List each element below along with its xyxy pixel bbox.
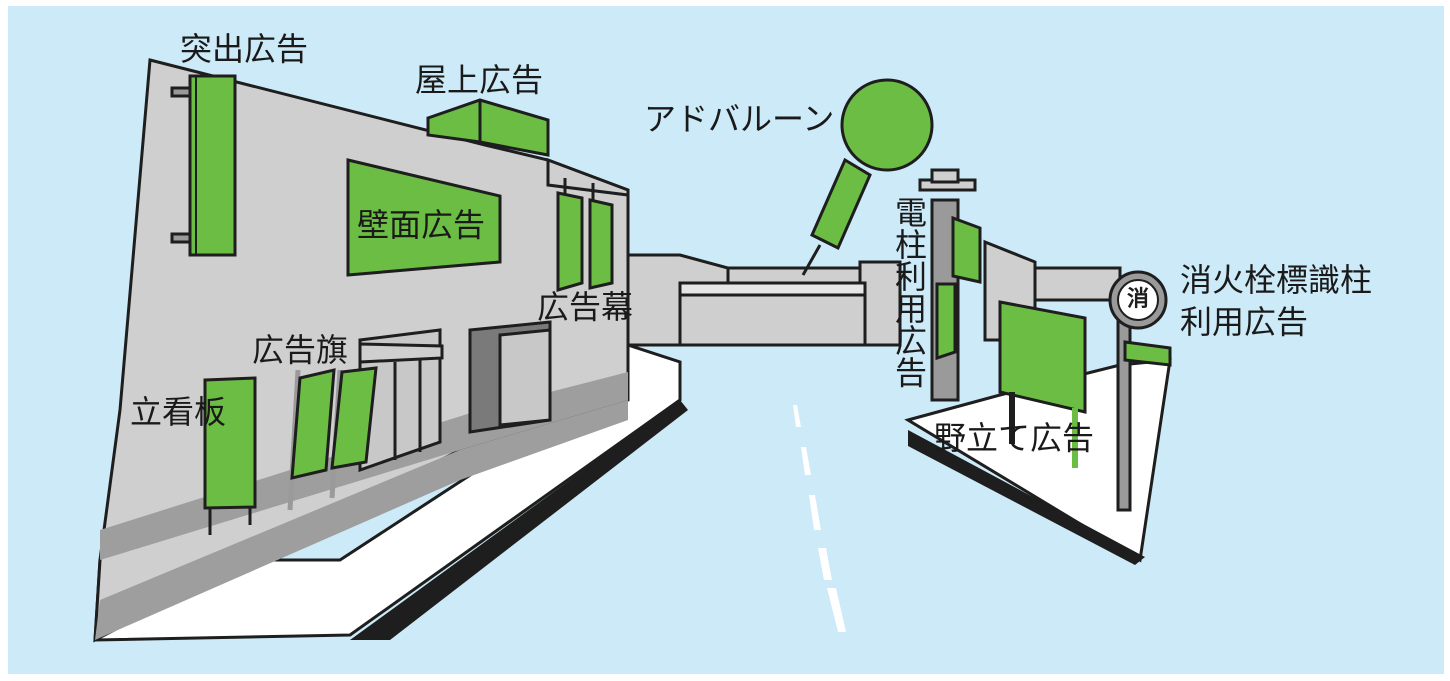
label-wall-sign: 壁面広告	[357, 206, 486, 244]
label-ad-balloon: アドバルーン	[644, 100, 835, 138]
label-standing-board: 立看板	[130, 393, 227, 431]
road-center-line	[793, 405, 846, 632]
banner-curtains	[556, 178, 630, 292]
label-rooftop-sign: 屋上広告	[415, 61, 544, 99]
wall-sign	[346, 158, 502, 277]
building-entrance	[358, 320, 552, 473]
ad-balloon	[801, 78, 934, 276]
right-curb	[908, 430, 1145, 565]
standing-board	[203, 376, 257, 535]
field-billboard	[998, 300, 1087, 468]
label-field-billboard: 野立て広告	[934, 419, 1095, 457]
rooftop-sign	[426, 98, 550, 157]
projecting-sign	[170, 74, 237, 257]
utility-pole	[918, 168, 982, 402]
label-utility-pole-ad: 電柱利用広告	[890, 196, 928, 388]
ground-strip	[95, 400, 628, 640]
label-banner-curtain: 広告幕	[537, 288, 634, 326]
label-projecting-sign: 突出広告	[180, 30, 309, 68]
hydrant-sign-pole	[1108, 270, 1172, 512]
advertising-flags	[287, 366, 378, 511]
label-hydrant-sign-line2: 利用広告	[1180, 303, 1309, 341]
label-ad-flag: 広告旗	[252, 331, 349, 369]
hydrant-mark-icon: 消	[1127, 287, 1150, 312]
label-hydrant-sign-line1: 消火栓標識柱	[1180, 261, 1373, 299]
left-curb	[350, 400, 688, 640]
